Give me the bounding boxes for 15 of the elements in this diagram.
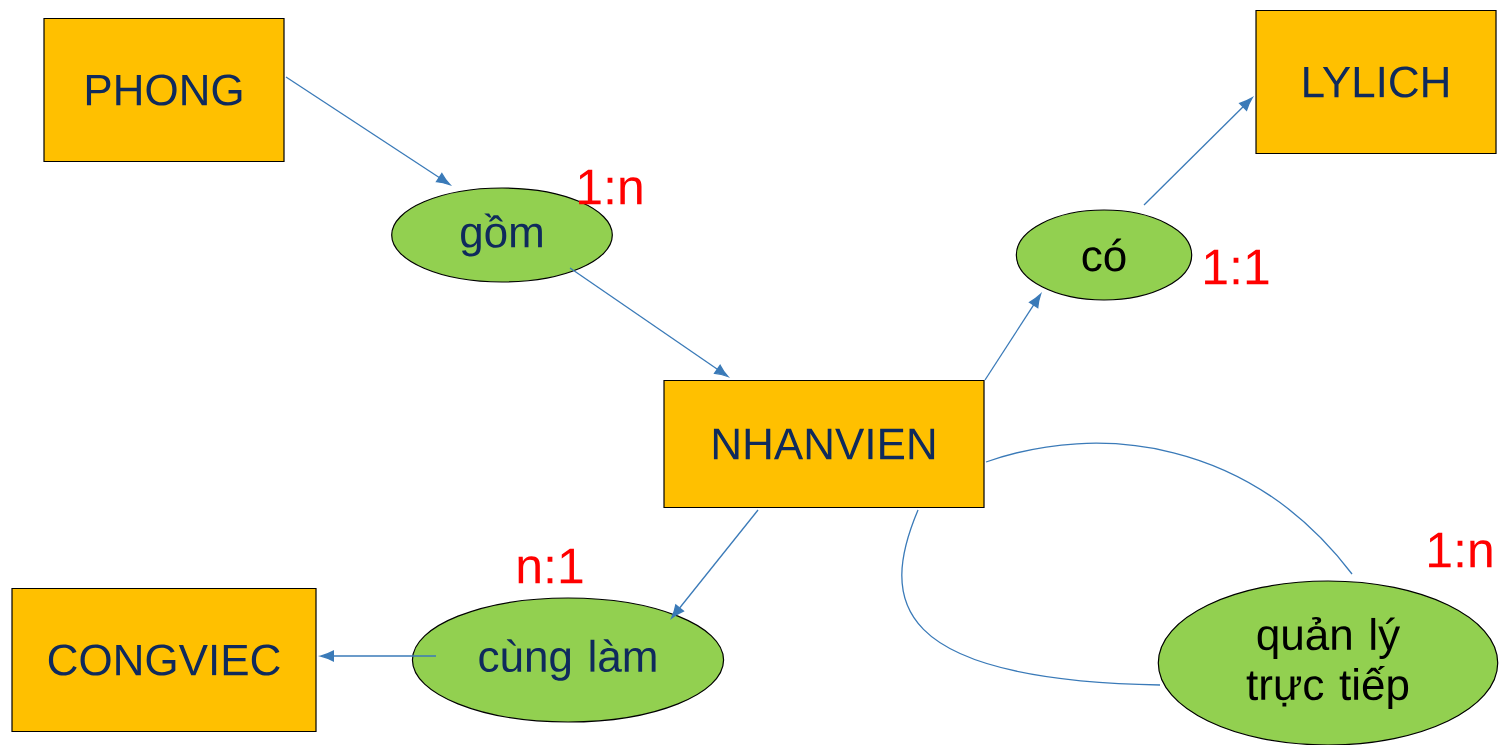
connector <box>984 293 1042 381</box>
connector <box>569 267 729 378</box>
connector <box>901 509 1161 686</box>
connector <box>671 509 759 619</box>
entity-box: LYLICH <box>1255 9 1497 155</box>
entity-box: PHONG <box>43 17 285 163</box>
connector <box>1143 97 1253 206</box>
cardinality-label: n:1 <box>518 548 583 584</box>
cardinality-label: 1:n <box>1429 532 1492 568</box>
entity-box: CONGVIEC <box>11 587 317 733</box>
connector <box>285 76 451 186</box>
cardinality-label: 1:1 <box>1205 249 1269 285</box>
connector <box>985 442 1353 575</box>
connector <box>320 650 437 662</box>
entity-box: NHANVIEN <box>663 379 985 509</box>
